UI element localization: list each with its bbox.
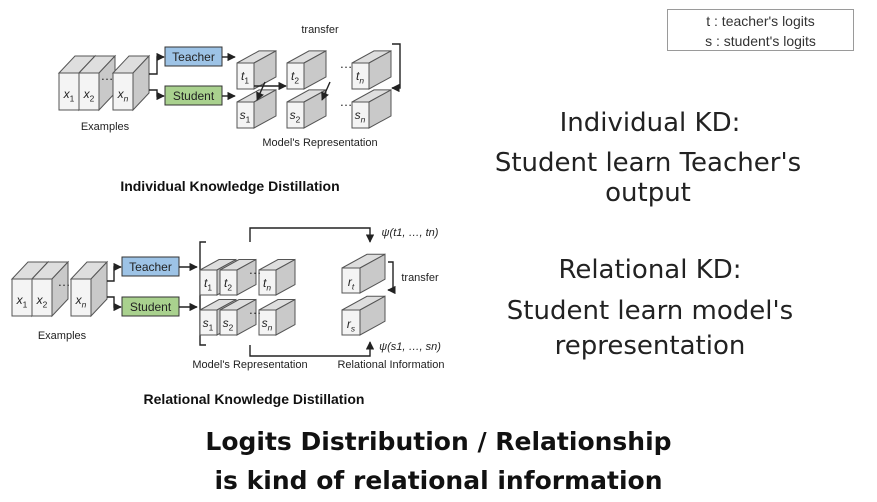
rel-input-label-n: xn (75, 293, 87, 310)
rel-tn-label: tn (263, 276, 271, 293)
rel-line-to-student (107, 296, 122, 312)
rel-rs-label: rs (347, 317, 356, 334)
ind-transfer-n (391, 43, 401, 93)
rel-s2-label: s2 (223, 316, 234, 333)
rel-transfer-label: transfer (401, 272, 439, 284)
rel-s2-front (219, 309, 238, 336)
ind-repr-label: Model's Representation (262, 137, 377, 149)
ind-t2-label: t2 (291, 69, 299, 86)
rel-line-to-teacher (107, 262, 122, 282)
relational-kd-title: Relational KD: (558, 255, 742, 285)
rel-input-block-n-front (70, 278, 92, 317)
legend-teacher-line: t : teacher's logits (706, 13, 815, 29)
rel-s1-front (199, 309, 218, 336)
ind-input-block-2-front (78, 72, 100, 111)
ind-input-dots: … (101, 68, 114, 83)
rel-rt-front (341, 267, 361, 294)
individual-caption: Individual Knowledge Distillation (120, 178, 340, 194)
rel-input-label-1: x1 (16, 293, 28, 310)
ind-tn-front (351, 62, 370, 90)
ind-input-label-1: x1 (63, 87, 75, 104)
ind-t1-front (236, 62, 255, 90)
ind-tn-label: tn (356, 69, 364, 86)
rel-input-block-2-front (31, 278, 53, 317)
rel-input-dots: … (58, 274, 71, 289)
bottom-line-2: is kind of relational information (214, 466, 663, 495)
rel-input-label-2: x2 (36, 293, 48, 310)
rel-teacher-box-label: Teacher (129, 260, 172, 274)
rel-examples-label: Examples (38, 330, 87, 342)
ind-input-block-n-front (112, 72, 134, 111)
ind-transfer-2 (321, 81, 331, 101)
rel-tn-front (258, 269, 277, 296)
rel-repr-label: Model's Representation (192, 359, 307, 371)
ind-input-label-n: xn (117, 87, 129, 104)
ind-sn-front (351, 101, 370, 129)
rel-rt-label: rt (348, 275, 355, 292)
legend-box: t : teacher's logits s : student's logit… (667, 9, 854, 51)
ind-s2-front (286, 101, 305, 129)
ind-s2-label: s2 (290, 108, 301, 125)
ind-sn-label: sn (355, 108, 366, 125)
rel-t1-label: t1 (204, 276, 212, 293)
individual-kd-title: Individual KD: (559, 108, 741, 138)
rel-t2-label: t2 (224, 276, 232, 293)
ind-input-label-2: x2 (83, 87, 95, 104)
rel-student-box-label: Student (130, 300, 172, 314)
rel-psi-s-line (249, 341, 375, 357)
ind-examples-label: Examples (81, 121, 130, 133)
rel-psi-t-label: ψ(t1, …, tn) (382, 227, 439, 239)
ind-t-dots: … (340, 56, 353, 71)
rel-t-dots: … (249, 262, 262, 277)
legend-student-line: s : student's logits (705, 33, 816, 49)
bottom-line-1: Logits Distribution / Relationship (205, 427, 672, 456)
rel-s-dots: … (249, 302, 262, 317)
ind-transfer-1 (256, 81, 266, 101)
ind-s1-label: s1 (240, 108, 251, 125)
relational-kd-description-line2: representation (554, 331, 746, 361)
rel-t1-front (199, 269, 218, 296)
individual-kd-description: Student learn Teacher's output (494, 148, 802, 208)
rel-transfer-arrow (387, 261, 396, 295)
ind-s1-front (236, 101, 255, 129)
rel-relational-info-label: Relational Information (337, 359, 444, 371)
rel-sn-front (258, 309, 277, 336)
relational-caption: Relational Knowledge Distillation (143, 391, 365, 407)
rel-psi-s-label: ψ(s1, …, sn) (379, 341, 441, 353)
ind-s-dots: … (340, 94, 353, 109)
ind-student-box-label: Student (173, 89, 215, 103)
ind-line-to-teacher (149, 52, 165, 75)
rel-psi-t-line (249, 227, 375, 243)
ind-t1-label: t1 (241, 69, 249, 86)
rel-sn-label: sn (262, 316, 273, 333)
ind-teacher-box-label: Teacher (172, 50, 215, 64)
rel-rs-front (341, 309, 361, 336)
rel-s1-label: s1 (203, 316, 214, 333)
rel-t2-front (219, 269, 238, 296)
relational-kd-description-line1: Student learn model's (506, 296, 794, 326)
ind-transfer-label: transfer (301, 24, 339, 36)
ind-line-to-student (149, 89, 165, 101)
ind-t2-front (286, 62, 305, 90)
